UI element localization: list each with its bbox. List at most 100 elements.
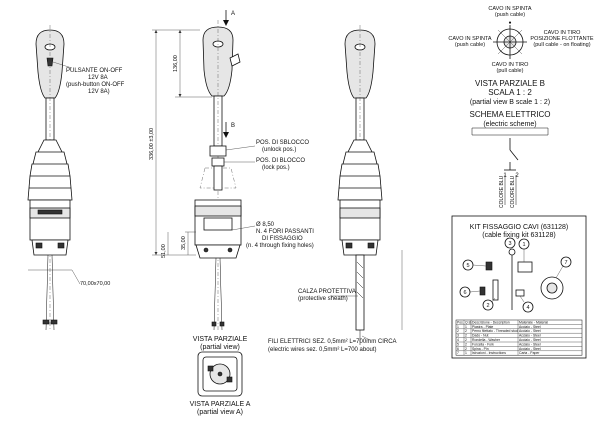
kit-part-nut (515, 289, 525, 297)
wire-end-left (42, 319, 50, 325)
base-band-rear (339, 207, 381, 219)
push-left-label-1: CAVO IN SPINTA (448, 36, 492, 42)
unlock-label-2: (unlock pos.) (262, 147, 296, 153)
kit-table-header-cell: Descrizione - Description (472, 320, 510, 324)
kit-callout-7-circle (560, 256, 572, 268)
kit-table-cell: 2 (465, 338, 467, 342)
kit-table-cell: Istruzioni - Instructions (472, 351, 506, 355)
partial-view-a-subtitle: (partial view A) (197, 409, 243, 416)
base-band-side (194, 205, 242, 217)
view-a-arrowhead (223, 20, 229, 26)
kit-table-cell: Rondella - Washer (472, 338, 501, 342)
partial-view-subtitle: (partial view) (200, 344, 240, 351)
dim-136-label: 136,00 (173, 55, 179, 72)
lock-collar (209, 145, 227, 157)
kit-part-stud (492, 279, 499, 301)
lever-view-side (152, 10, 256, 331)
view-b-subtitle: (partial view B scale 1 : 2) (470, 99, 550, 106)
base-clip-rear-right (367, 242, 375, 249)
partial-view-a-detail (197, 351, 243, 397)
kit-callout-3: 3 (508, 241, 511, 247)
lock-label-1: POS. DI BLOCCO (256, 158, 305, 164)
rubber-bellows-rear (337, 139, 383, 201)
dim-51-label: 51,00 (161, 244, 167, 258)
sheath-label-2: (protective sheath) (298, 296, 348, 302)
pull-bottom-label-1: CAVO IN TIRO (492, 62, 529, 68)
kit-table-cell: Piastra - Plate (472, 325, 493, 329)
lever-base (29, 199, 71, 241)
push-top-label-1: CAVO IN SPINTA (488, 6, 532, 12)
lever-base-rear (339, 199, 381, 241)
kit-table-cell: Acciaio - Steel (519, 347, 541, 351)
dim-336-label: 336,00 ±3,00 (149, 128, 155, 160)
kit-table-cell: 4 (457, 338, 459, 342)
wire-side-1 (213, 257, 217, 331)
unlock-label-1: POS. DI SBLOCCO (256, 140, 309, 146)
lever-view-rear (330, 25, 403, 345)
terminal-2: 2 (515, 173, 519, 179)
lever-view-front (27, 25, 81, 331)
kit-part-eye (508, 248, 516, 256)
pull-right-label-3: (pull cable - on floating) (533, 42, 590, 48)
cable-fixing-kit (451, 215, 587, 359)
partial-view-b-scheme: ● (493, 20, 527, 59)
wire-left (45, 254, 49, 331)
fixing-screw-right (227, 247, 233, 253)
push-left-label-2: (push cable) (455, 42, 485, 48)
lock-collar-lower (211, 157, 225, 167)
pushbutton-label-3: (push-button ON-OFF (66, 82, 125, 88)
kit-callout-2-circle (482, 299, 494, 311)
kit-table-cell: Acciaio - Steel (519, 342, 541, 346)
side-latch (229, 53, 241, 67)
kit-table-cell: 7 (457, 351, 459, 355)
kit-table-header-cell: Pos. (457, 320, 464, 324)
pull-right-label-2: POSIZIONE FLOTTANTE (530, 36, 593, 42)
kit-table-cell: 2 (465, 329, 467, 333)
switch-contact (509, 149, 519, 161)
kit-callout-7: 7 (564, 260, 567, 266)
pushbutton-label-1: PULSANTE ON-OFF (66, 68, 123, 74)
partial-view-a-clip-2 (226, 376, 233, 383)
kit-title: KIT FISSAGGIO CAVI (631128) (470, 224, 568, 231)
partial-view-a-title: VISTA PARZIALE A (190, 401, 251, 408)
kit-part-plate (517, 261, 533, 273)
pull-bottom-label-2: (pull cable) (497, 68, 524, 74)
kit-part-washer-hole (546, 282, 558, 294)
electric-scheme-title: SCHEMA ELETTRICO (470, 110, 551, 119)
terminal-1: 1 (503, 173, 507, 179)
kit-table-header-cell: Materiale - Material (519, 320, 548, 324)
partial-view-a-clip-1 (207, 365, 214, 372)
kit-subtitle: (cable fixing kit 631128) (482, 232, 555, 239)
view-a-label: A (231, 11, 235, 17)
kit-table-cell: Acciaio - Steel (519, 334, 541, 338)
kit-table-cell: 2 (457, 329, 459, 333)
sheath-label-1: CALZA PROTETTIVA (298, 289, 356, 295)
wire-right (51, 254, 55, 331)
view-b-title: VISTA PARZIALE B (475, 79, 545, 88)
inner-shaft (213, 165, 223, 191)
kit-table-cell: 1 (465, 351, 467, 355)
wire-color-2: COLORE BLU (510, 175, 516, 208)
view-b-scale: SCALA 1 : 2 (488, 88, 532, 97)
partial-view-a-pin (217, 371, 223, 377)
kit-table-cell: Carta - Paper (519, 351, 540, 355)
pushbutton-label-4: 12V 8A) (88, 89, 110, 95)
holes-label-2: N. 4 FORI PASSANTI (256, 229, 314, 235)
lever-knob-side (202, 26, 234, 97)
kit-table-cell: 1 (465, 325, 467, 329)
base-clip-rear-left (345, 242, 353, 249)
kit-table-cell: Perno filettato - Threaded stud (472, 329, 518, 333)
kit-callout-5: 5 (466, 263, 469, 269)
pushbutton-leader (52, 61, 73, 69)
kit-table-cell: 2 (465, 334, 467, 338)
scheme-bracket (471, 127, 549, 136)
kit-callout-2: 2 (486, 303, 489, 309)
kit-callout-6: 6 (463, 290, 466, 296)
kit-table-cell: Acciaio - Steel (519, 329, 541, 333)
fixing-screw-left (203, 247, 209, 253)
kit-callout-4-circle (522, 301, 534, 313)
kit-table-cell: 5 (457, 342, 459, 346)
